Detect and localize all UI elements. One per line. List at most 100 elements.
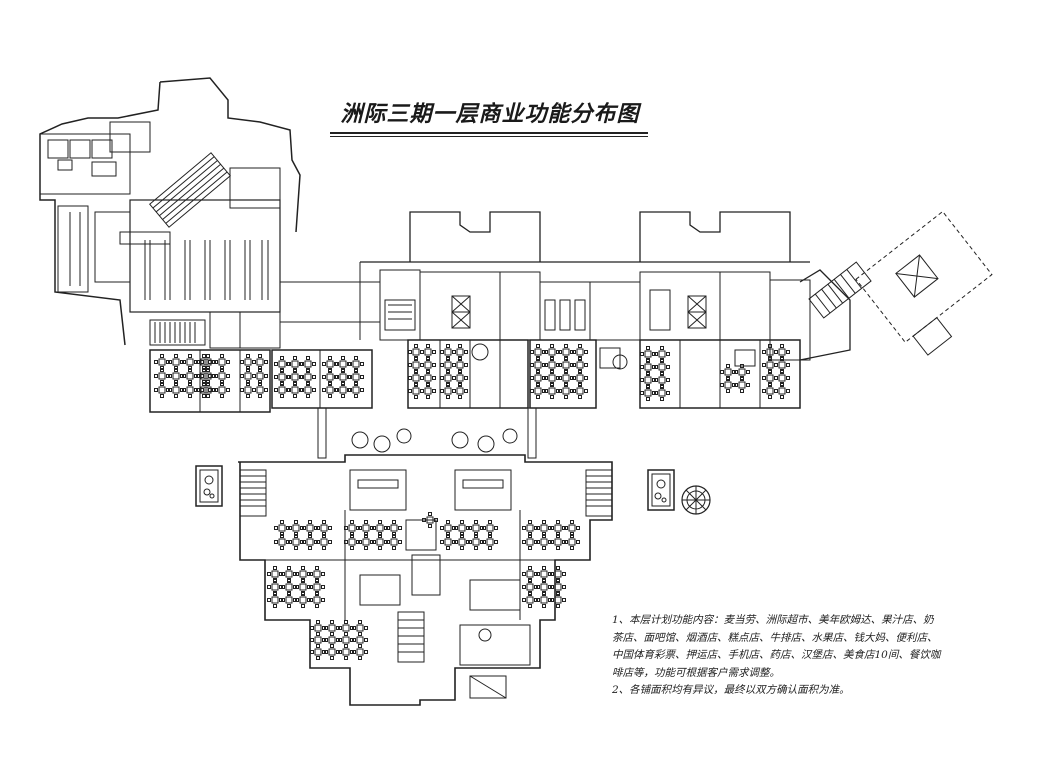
dining-tables [154,344,790,660]
dining-table [352,632,368,648]
dining-table [168,382,184,398]
dining-table [324,644,340,660]
dining-table [252,368,268,384]
dining-table [654,385,670,401]
dining-table [338,632,354,648]
dining-table [522,534,538,550]
dining-table [468,520,484,536]
dining-table [324,620,340,636]
dining-table [252,354,268,370]
dining-table [774,344,790,360]
dining-table [310,644,326,660]
dining-table [544,383,560,399]
dining-table [182,354,198,370]
dining-table [420,370,436,386]
dining-table [774,383,790,399]
dining-table [274,534,290,550]
dining-table [348,382,364,398]
dining-table [454,534,470,550]
dining-table [154,354,170,370]
title-underline [330,132,648,134]
title-underline-thin [330,136,648,137]
landscape-planter-west [195,465,223,507]
dining-table [214,368,230,384]
dining-table [300,369,316,385]
dining-table [240,368,256,384]
east-wing [799,210,993,361]
dining-table [288,534,304,550]
plan-title: 洲际三期一层商业功能分布图 [340,101,640,127]
dining-table [420,344,436,360]
dining-table [302,534,318,550]
dining-table [482,520,498,536]
dining-table [550,592,566,608]
dining-table [536,534,552,550]
dining-table [452,383,468,399]
dining-table [358,534,374,550]
dining-table [454,520,470,536]
dining-table [452,344,468,360]
dining-table [252,382,268,398]
dining-table [734,364,750,380]
dining-table [316,534,332,550]
dining-table [322,382,338,398]
dining-table [452,370,468,386]
dining-table [358,520,374,536]
dining-table [154,382,170,398]
dining-table [440,534,456,550]
dining-table [240,354,256,370]
dining-table [168,354,184,370]
dining-table [288,520,304,536]
dining-table [324,632,340,648]
landscape-planter-east [647,469,675,511]
dining-table [536,592,552,608]
dining-table [386,520,402,536]
dining-table [295,579,311,595]
note-item-2: 2、各铺面积均有异议，最终以双方确认面积为准。 [612,684,850,696]
dining-table [200,382,216,398]
dining-table [654,372,670,388]
dining-table [564,534,580,550]
note-item-1: 1、本层计划功能内容：麦当劳、洲际超市、美年欧姆达、果汁店、奶茶店、面吧馆、烟酒… [612,614,941,679]
dining-table [182,382,198,398]
dining-table [240,382,256,398]
main-strip [149,211,811,413]
dining-table [522,520,538,536]
dining-table [420,383,436,399]
dining-table [309,566,325,582]
dining-table [281,592,297,608]
dining-table [536,520,552,536]
dining-table [440,520,456,536]
dining-table [182,368,198,384]
northwest-wing [39,77,301,349]
dining-table [530,344,546,360]
dining-table [352,644,368,660]
connector-corridors [317,407,537,459]
dining-table [300,382,316,398]
dining-table [309,592,325,608]
dining-table [654,359,670,375]
dining-table [550,534,566,550]
dining-table [352,620,368,636]
dining-table [720,377,736,393]
dining-table [564,520,580,536]
dining-table [310,620,326,636]
dining-table [302,520,318,536]
dining-table [550,520,566,536]
dining-table [168,368,184,384]
dining-table [372,534,388,550]
dining-table [344,520,360,536]
dining-table [214,382,230,398]
dining-table [734,377,750,393]
dining-table [214,354,230,370]
dining-table [372,520,388,536]
dining-table [468,534,484,550]
dining-table [482,534,498,550]
dining-table [322,356,338,372]
dining-table [572,383,588,399]
notes-block: 1、本层计划功能内容：麦当劳、洲际超市、美年欧姆达、果汁店、奶茶店、面吧馆、烟酒… [612,612,942,700]
south-food-court [238,454,613,706]
dining-table [310,632,326,648]
